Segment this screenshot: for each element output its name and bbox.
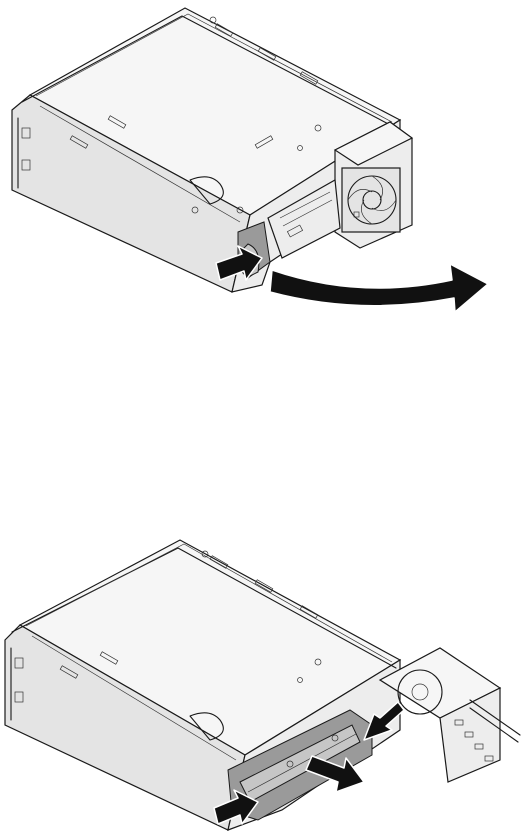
fan-bracket-opened [380,648,520,782]
diagram-step-1 [0,0,532,330]
diagram-step-2-drawing [0,520,532,838]
diagram-step-2 [0,520,532,838]
swing-arrow [270,264,488,312]
diagram-step-1-drawing [0,0,532,330]
